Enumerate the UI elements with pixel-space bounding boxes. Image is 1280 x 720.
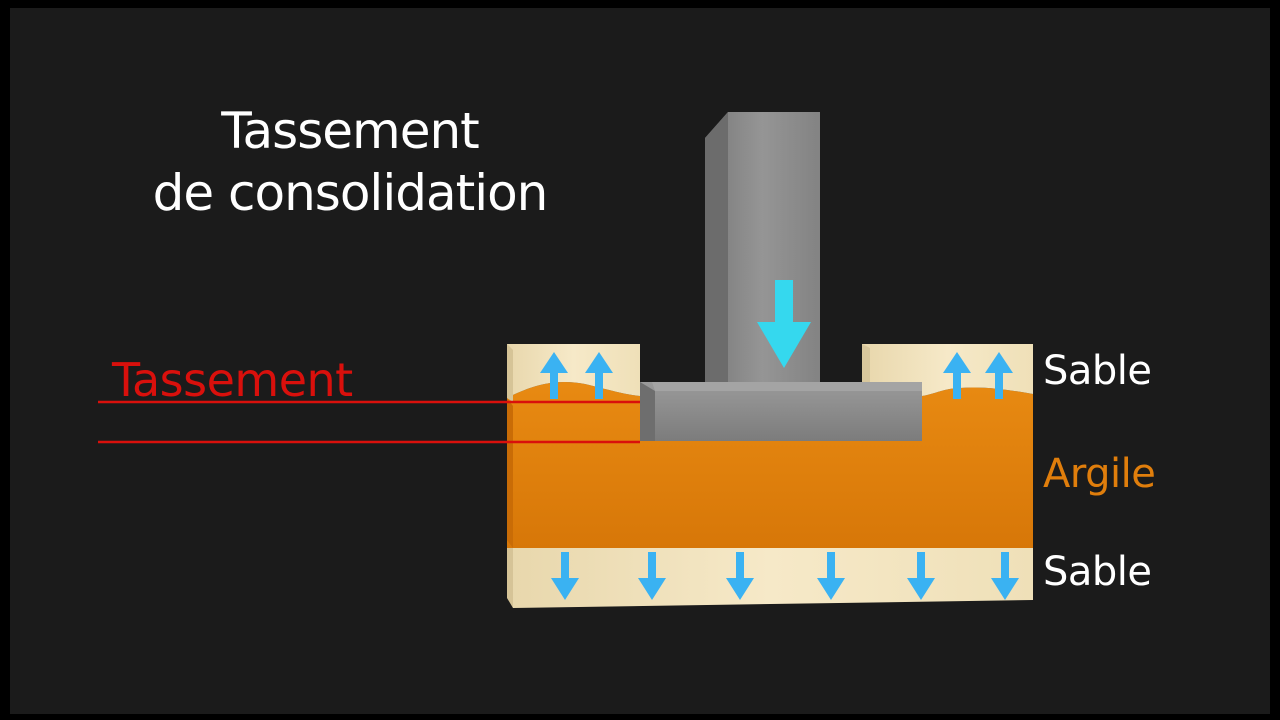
load-arrow-icon	[757, 280, 811, 368]
layer-label-sand-top: Sable	[1043, 348, 1152, 394]
arrow-down-icon	[551, 552, 579, 600]
diagram-title: Tassement de consolidation	[150, 100, 550, 224]
arrow-up-icon	[985, 352, 1013, 399]
title-line-2: de consolidation	[152, 164, 549, 222]
layer-label-sand-bottom: Sable	[1043, 549, 1152, 595]
arrow-down-icon	[726, 552, 754, 600]
arrow-up-icon	[585, 352, 613, 399]
water-flow-up-arrows	[540, 352, 1013, 399]
concrete-footing	[640, 382, 922, 441]
title-line-1: Tassement	[221, 102, 480, 160]
concrete-column	[705, 112, 820, 382]
settlement-label: Tassement	[112, 353, 353, 407]
sand-layer-top-left	[507, 344, 640, 402]
water-flow-down-arrows	[551, 552, 1019, 600]
sand-layer-bottom	[507, 538, 1033, 608]
layer-label-clay: Argile	[1043, 451, 1156, 497]
diagram-frame: Tassement de consolidation Tassement Sab…	[10, 8, 1270, 714]
consolidation-diagram	[98, 112, 1033, 608]
arrow-up-icon	[540, 352, 568, 399]
arrow-down-icon	[991, 552, 1019, 600]
arrow-up-icon	[943, 352, 971, 399]
arrow-down-icon	[817, 552, 845, 600]
arrow-down-icon	[907, 552, 935, 600]
arrow-down-icon	[638, 552, 666, 600]
clay-layer	[507, 381, 1033, 548]
